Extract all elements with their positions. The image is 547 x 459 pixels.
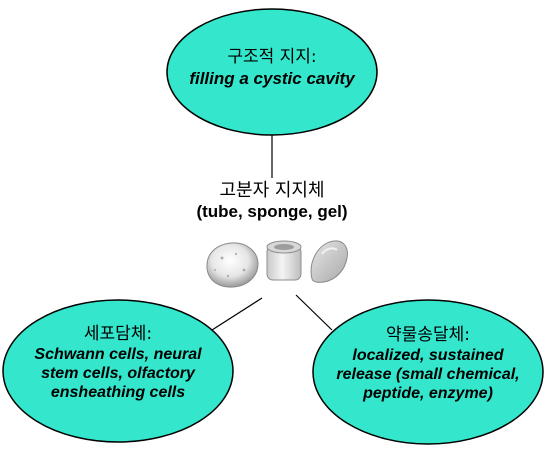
center-node: 고분자 지지체 (tube, sponge, gel) (172, 180, 372, 222)
right-node-title: 약물송달체: (386, 325, 470, 345)
top-ellipse (166, 8, 378, 136)
connector-left (211, 297, 263, 331)
right-node: 약물송달체: localized, sustained release (sma… (318, 324, 538, 403)
left-node: 세포담체: Schwann cells, neural stem cells, … (10, 323, 226, 402)
right-node-desc-line-2: release (small chemical, (336, 366, 520, 383)
left-node-desc-line-2: stem cells, olfactory (41, 365, 195, 382)
tube-image (266, 240, 302, 281)
right-node-desc-line-1: localized, sustained (352, 347, 504, 364)
left-node-title: 세포담체: (83, 324, 153, 344)
sponge-image (206, 242, 259, 288)
top-node-title: 구조적 지지: (227, 47, 317, 67)
connector-right (295, 294, 333, 331)
right-ellipse (312, 299, 544, 445)
center-title: 고분자 지지체 (219, 180, 325, 201)
left-ellipse (2, 299, 234, 443)
right-node-desc-line-3: peptide, enzyme) (363, 385, 493, 402)
top-node-desc: filling a cystic cavity (189, 69, 355, 88)
left-node-desc-line-3: ensheathing cells (50, 384, 186, 401)
left-node-desc-line-1: Schwann cells, neural (34, 346, 202, 363)
gel-image (310, 240, 348, 283)
center-subtitle: (tube, sponge, gel) (196, 202, 348, 221)
top-node: 구조적 지지: filling a cystic cavity (167, 46, 377, 90)
